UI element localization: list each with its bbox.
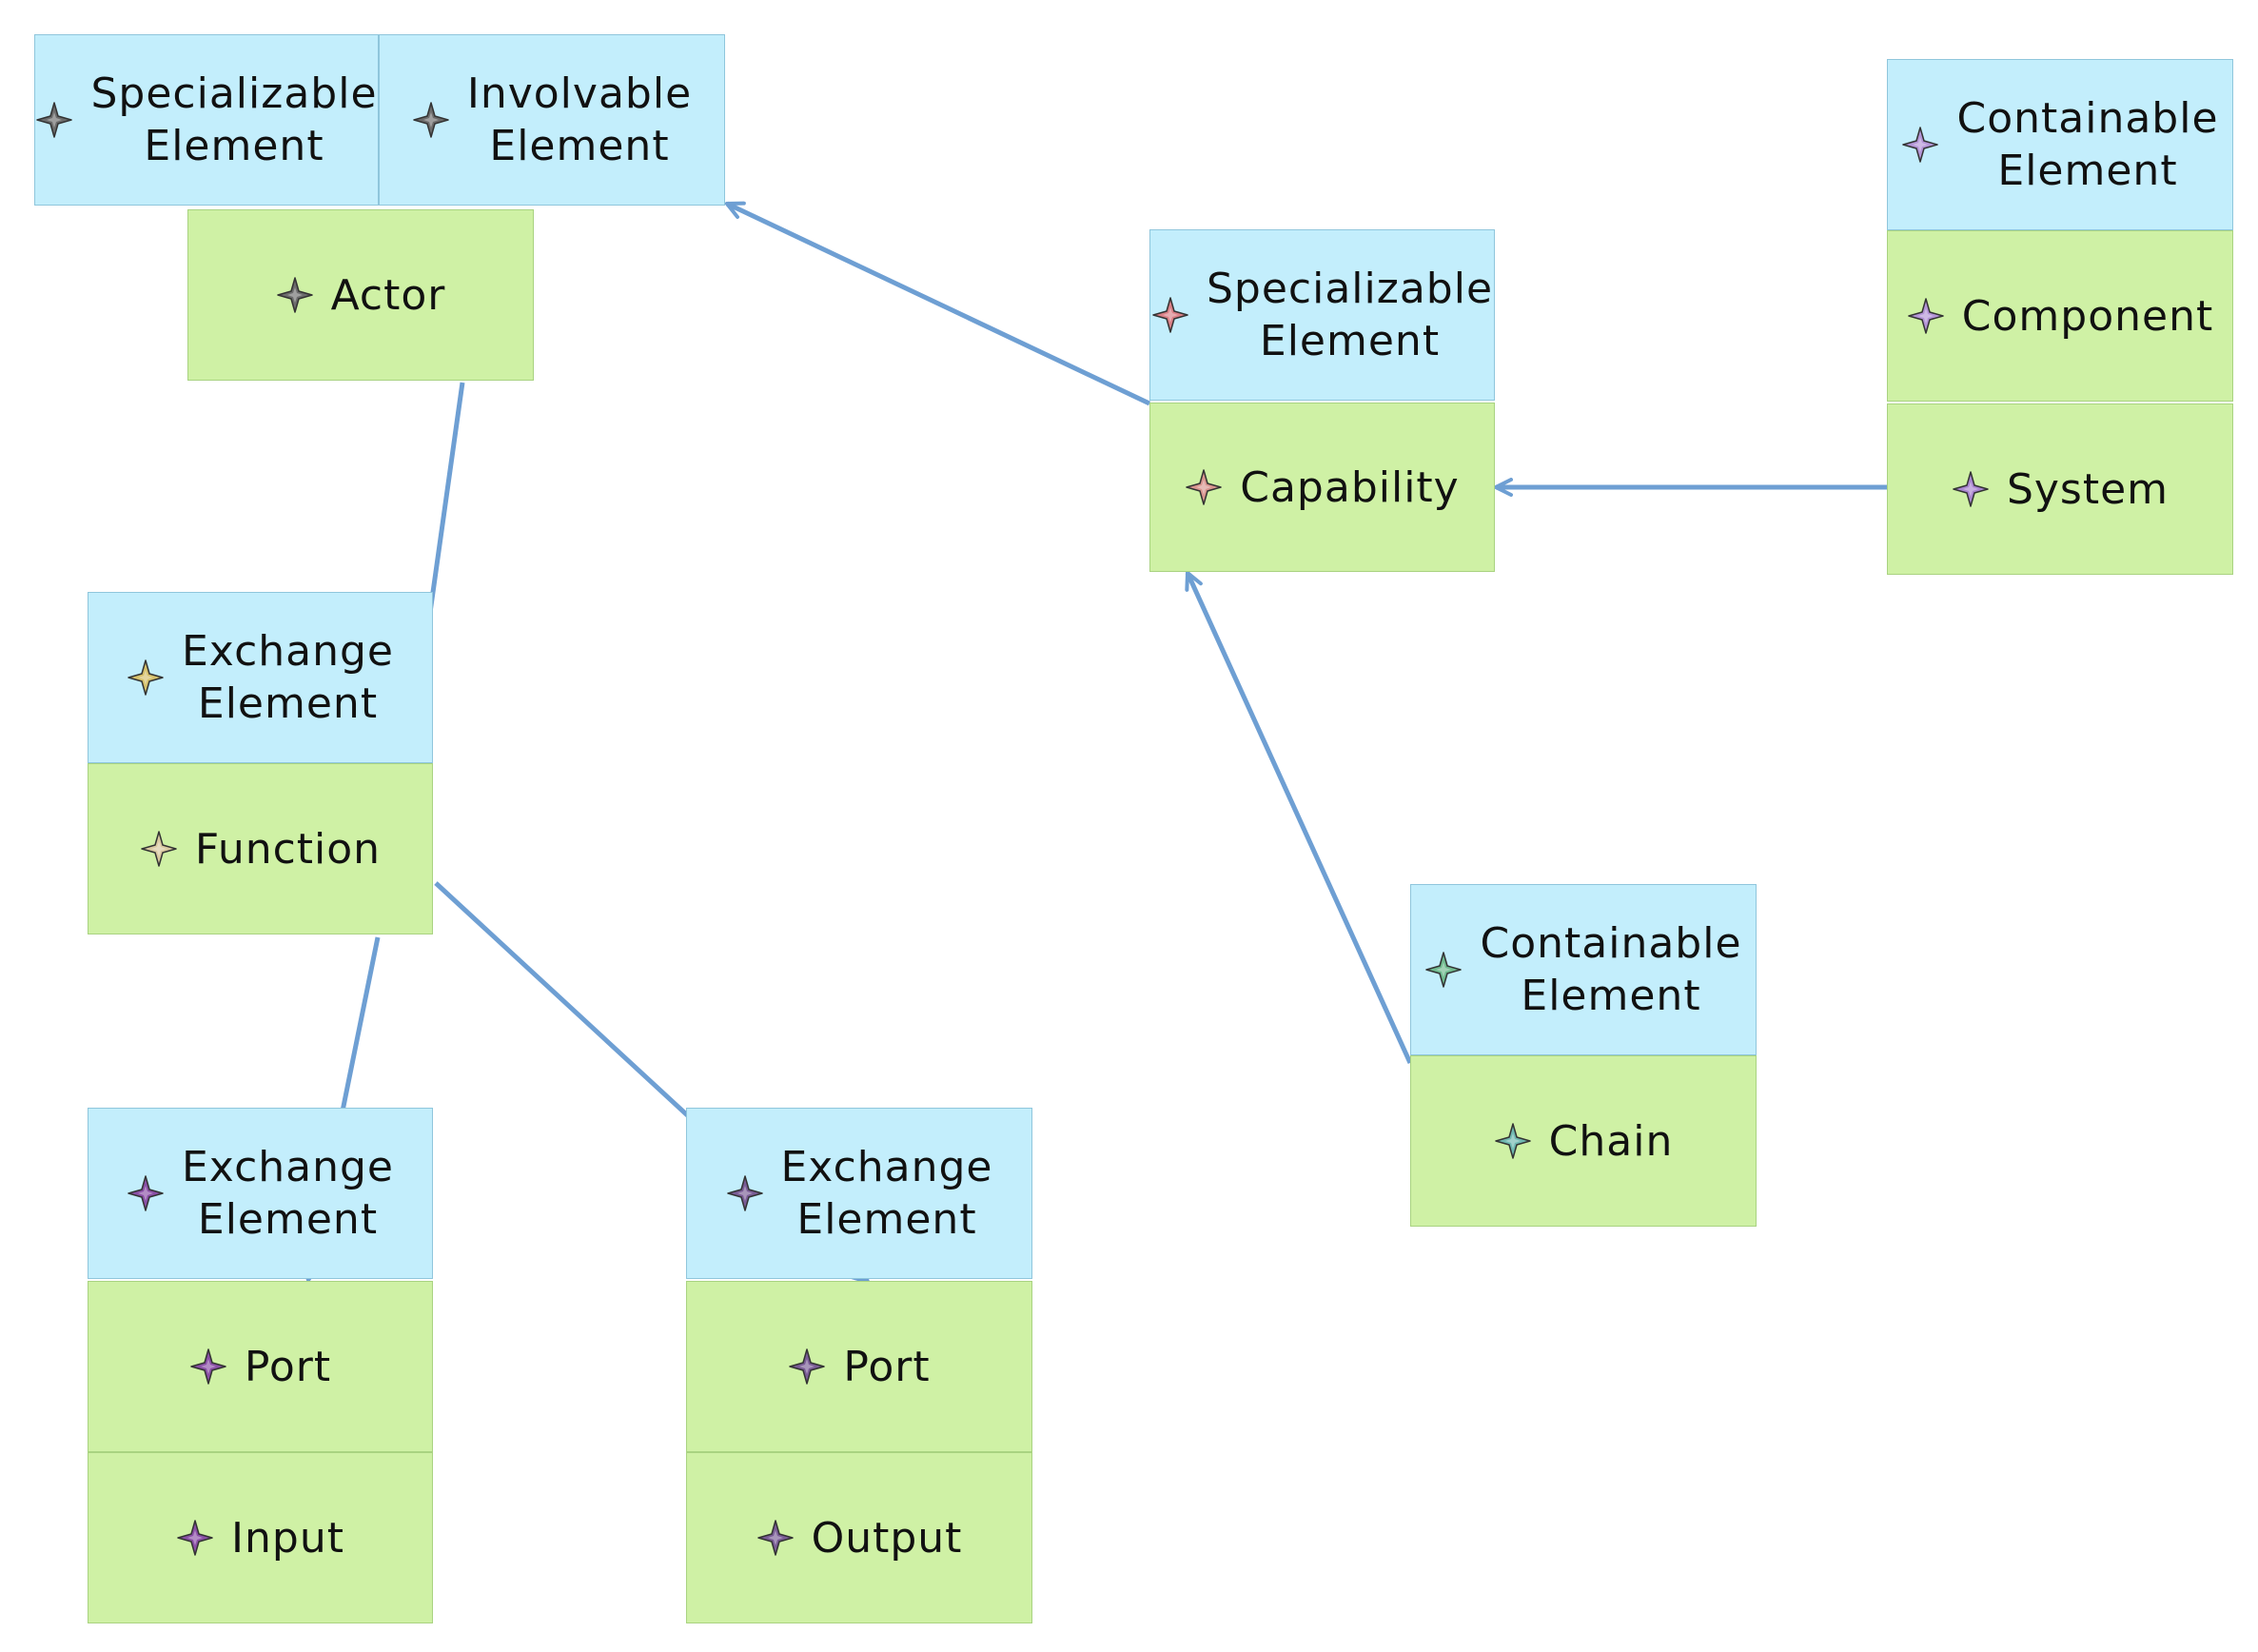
star-icon <box>1952 470 1990 508</box>
class-chain[interactable]: Chain <box>1410 1055 1757 1227</box>
input-stereotype-exchange[interactable]: Exchange Element <box>88 1108 433 1279</box>
star-icon <box>189 1347 227 1386</box>
output-stereotype-exchange[interactable]: Exchange Element <box>686 1108 1032 1279</box>
star-icon <box>1424 951 1463 989</box>
node-label: Involvable Element <box>466 69 693 170</box>
node-label: System <box>2006 464 2170 514</box>
class-capability[interactable]: Capability <box>1149 403 1495 572</box>
function-stereotype-exchange[interactable]: Exchange Element <box>88 592 433 763</box>
star-icon <box>1151 296 1189 334</box>
class-input[interactable]: Input <box>88 1452 433 1623</box>
star-icon <box>1185 468 1223 506</box>
star-icon <box>176 1519 214 1557</box>
edge-capability-to-involvable[interactable] <box>727 204 1151 406</box>
class-actor[interactable]: Actor <box>187 209 534 381</box>
node-label: Port <box>843 1342 931 1391</box>
node-label: Exchange Element <box>780 1143 993 1244</box>
class-output[interactable]: Output <box>686 1452 1032 1623</box>
node-label: Actor <box>330 270 446 320</box>
node-label: Component <box>1961 291 2214 341</box>
edge-chain-to-capability[interactable] <box>1188 573 1413 1065</box>
star-icon <box>140 830 178 868</box>
star-icon <box>756 1519 795 1557</box>
node-label: Exchange Element <box>182 1143 394 1244</box>
node-label: Input <box>231 1513 344 1563</box>
star-icon <box>1907 297 1945 335</box>
star-icon <box>412 101 450 139</box>
star-icon <box>1901 126 1939 164</box>
actor-stereotype-specializable[interactable]: Specializable Element <box>34 34 379 206</box>
star-icon <box>726 1174 764 1212</box>
class-output-port[interactable]: Port <box>686 1281 1032 1452</box>
class-system[interactable]: System <box>1887 403 2233 575</box>
node-label: Port <box>244 1342 332 1391</box>
class-component[interactable]: Component <box>1887 230 2233 402</box>
node-label: Function <box>194 824 382 874</box>
node-label: Specializable Element <box>1206 265 1494 365</box>
node-label: Specializable Element <box>90 69 378 170</box>
star-icon <box>788 1347 826 1386</box>
node-label: Capability <box>1240 462 1460 512</box>
star-icon <box>276 276 314 314</box>
actor-stereotype-involvable[interactable]: Involvable Element <box>379 34 725 206</box>
system-stereotype-containable[interactable]: Containable Element <box>1887 59 2233 230</box>
star-icon <box>35 101 73 139</box>
node-label: Exchange Element <box>182 627 394 728</box>
node-label: Output <box>811 1513 963 1563</box>
capability-stereotype-specializable[interactable]: Specializable Element <box>1149 229 1495 401</box>
node-label: Chain <box>1548 1116 1674 1166</box>
chain-stereotype-containable[interactable]: Containable Element <box>1410 884 1757 1055</box>
star-icon <box>127 659 165 697</box>
node-label: Containable Element <box>1956 94 2219 195</box>
star-icon <box>1494 1122 1532 1160</box>
class-function[interactable]: Function <box>88 763 433 934</box>
class-input-port[interactable]: Port <box>88 1281 433 1452</box>
star-icon <box>127 1174 165 1212</box>
node-label: Containable Element <box>1480 919 1742 1020</box>
